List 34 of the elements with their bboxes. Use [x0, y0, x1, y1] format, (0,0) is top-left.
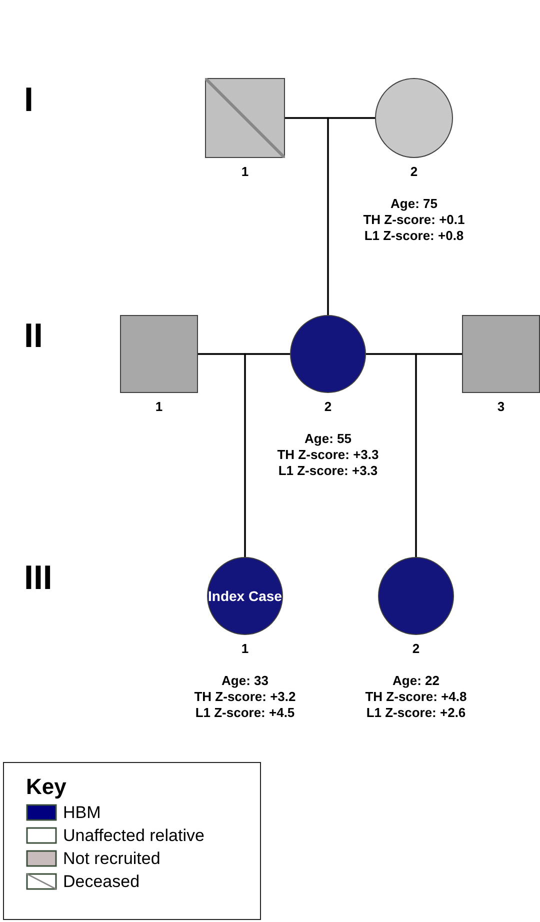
legend-title: Key: [26, 775, 66, 799]
node-label: Index Case: [208, 588, 282, 604]
legend-text: Unaffected relative: [63, 826, 204, 846]
legend-text: HBM: [63, 802, 101, 822]
individual-number: 3: [496, 399, 506, 415]
measurement-text: L1 Z-score: +4.5: [194, 705, 296, 721]
legend-text: Not recruited: [63, 848, 160, 868]
relationship-line: [327, 117, 375, 315]
measurement-text: TH Z-score: +0.1: [362, 212, 466, 228]
generation-label: III: [24, 560, 52, 596]
measurement-text: L1 Z-score: +3.3: [277, 463, 379, 479]
measurement-text: TH Z-score: +3.3: [276, 447, 380, 463]
generation-label: II: [24, 318, 43, 354]
measurement-text: L1 Z-score: +0.8: [363, 228, 465, 244]
measurement-text: Age: 75: [390, 196, 438, 212]
legend-text: Deceased: [63, 872, 140, 892]
measurement-text: Age: 33: [220, 673, 270, 689]
measurement-text: Age: 22: [392, 673, 440, 689]
measurement-text: L1 Z-score: +2.6: [365, 705, 467, 721]
male-square: [462, 315, 540, 393]
measurement-text: TH Z-score: +3.2: [193, 689, 297, 705]
measurement-text: Age: 55: [304, 431, 352, 447]
individual-number: 2: [411, 641, 421, 657]
measurement-text: TH Z-score: +4.8: [364, 689, 468, 705]
individual-number: 2: [323, 399, 333, 415]
generation-label: I: [24, 82, 34, 118]
male-square: [205, 78, 285, 158]
relationship-line: [244, 353, 290, 557]
individual-number: 1: [154, 399, 164, 415]
relationship-line: [415, 353, 462, 557]
male-square: [120, 315, 198, 393]
individual-number: 1: [240, 641, 250, 657]
individual-number: 1: [240, 164, 250, 180]
individual-number: 2: [409, 164, 419, 180]
